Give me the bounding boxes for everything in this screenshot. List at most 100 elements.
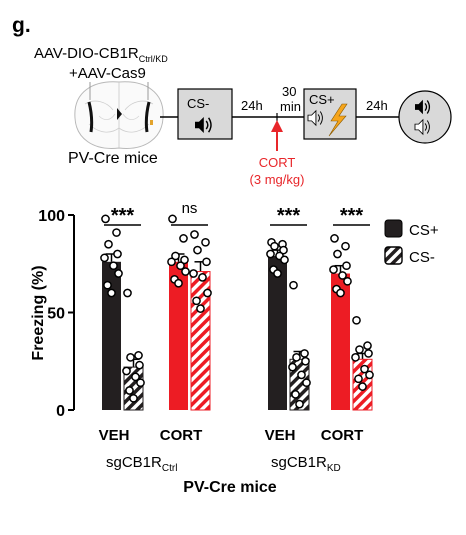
data-point — [352, 315, 361, 325]
cs-minus-box — [177, 88, 233, 140]
legend: CS+ CS- — [384, 219, 439, 266]
significance-label: *** — [277, 205, 301, 227]
group-label-kd-sub: KD — [327, 463, 341, 474]
data-point — [100, 253, 109, 263]
data-point — [168, 214, 177, 224]
data-point — [192, 296, 201, 306]
brain-slice-icon — [74, 81, 164, 149]
data-point — [135, 360, 144, 370]
legend-label-cs-plus: CS+ — [409, 222, 439, 239]
group-label-ctrl-main: sgCB1R — [106, 454, 162, 471]
data-point — [190, 230, 199, 239]
y-tick-label: 100 — [38, 208, 65, 225]
data-point — [295, 399, 304, 409]
data-point — [302, 378, 311, 388]
significance-label: *** — [340, 205, 364, 227]
x-axis-title: PV-Cre mice — [183, 479, 276, 496]
data-point — [103, 280, 112, 290]
data-point — [202, 257, 211, 267]
bar — [331, 273, 350, 410]
data-point — [330, 234, 339, 243]
gap2-label-line2: min — [280, 99, 301, 114]
data-point — [176, 261, 185, 271]
data-point — [270, 241, 279, 251]
category-label: VEH — [99, 427, 130, 444]
data-point — [180, 255, 189, 265]
data-point — [280, 255, 289, 265]
bar — [190, 271, 211, 411]
category-label: CORT — [321, 427, 364, 444]
cs-minus-box-label: CS- — [187, 96, 209, 111]
virus-label: AAV-DIO-CB1RCtrl/KD — [34, 45, 168, 64]
data-point — [364, 349, 373, 358]
category-label: VEH — [265, 427, 296, 444]
data-point — [131, 372, 140, 382]
group-label-ctrl-sub: Ctrl — [162, 463, 178, 474]
y-axis-title: Freezing (%) — [30, 265, 47, 360]
data-point — [291, 390, 300, 399]
data-point — [174, 278, 183, 288]
y-tick-label: 0 — [56, 403, 65, 420]
data-point — [360, 364, 369, 374]
lightning-icon — [328, 103, 348, 137]
data-point — [179, 234, 188, 243]
data-point — [126, 353, 135, 362]
data-point — [341, 241, 350, 251]
data-point — [336, 288, 345, 298]
gap2-label-line1: 30 — [282, 84, 296, 99]
data-point — [354, 374, 363, 384]
data-point — [338, 271, 347, 280]
data-point — [109, 261, 118, 271]
data-point — [112, 228, 121, 237]
data-point — [122, 366, 131, 376]
data-point — [333, 249, 342, 259]
data-point — [292, 353, 301, 362]
cs-plus-box-label: CS+ — [309, 92, 335, 107]
significance-label: *** — [111, 205, 135, 227]
bar — [268, 255, 287, 410]
legend-label-cs-minus: CS- — [409, 249, 435, 266]
data-point — [358, 382, 367, 391]
data-point — [363, 341, 372, 350]
group-label-kd: sgCB1RKD — [271, 454, 341, 474]
data-point — [113, 249, 122, 259]
data-point — [289, 280, 298, 290]
data-point — [129, 393, 138, 403]
bar — [102, 261, 121, 410]
data-point — [351, 353, 360, 362]
data-point — [288, 362, 297, 372]
gap1-label: 24h — [241, 98, 263, 113]
data-point — [167, 257, 176, 267]
data-point — [279, 245, 288, 255]
data-point — [181, 267, 190, 276]
data-point — [329, 265, 338, 274]
gap3-label: 24h — [366, 98, 388, 113]
data-point — [134, 351, 143, 360]
data-point — [355, 345, 364, 354]
legend-swatch-cs-minus — [384, 246, 403, 265]
data-point — [123, 288, 132, 298]
injection-label: CORT — [259, 155, 296, 170]
data-point — [198, 273, 207, 282]
data-point — [193, 245, 202, 255]
data-point — [107, 288, 116, 298]
data-point — [189, 269, 198, 278]
legend-swatch-cs-plus — [384, 219, 403, 238]
data-point — [136, 378, 145, 388]
virus-label-line2: +AAV-Cas9 — [69, 65, 146, 82]
y-tick-label: 50 — [47, 306, 65, 323]
data-point — [114, 269, 123, 278]
data-point — [266, 249, 275, 259]
group-label-ctrl: sgCB1RCtrl — [106, 454, 177, 474]
data-point — [343, 276, 352, 286]
data-point — [171, 251, 180, 261]
data-point — [196, 304, 205, 313]
bar — [169, 261, 188, 410]
virus-label-main: AAV-DIO-CB1R — [34, 45, 139, 62]
injection-arrow-head — [271, 120, 283, 132]
test-circle — [398, 90, 452, 144]
group-label-kd-main: sgCB1R — [271, 454, 327, 471]
data-point — [342, 261, 351, 271]
